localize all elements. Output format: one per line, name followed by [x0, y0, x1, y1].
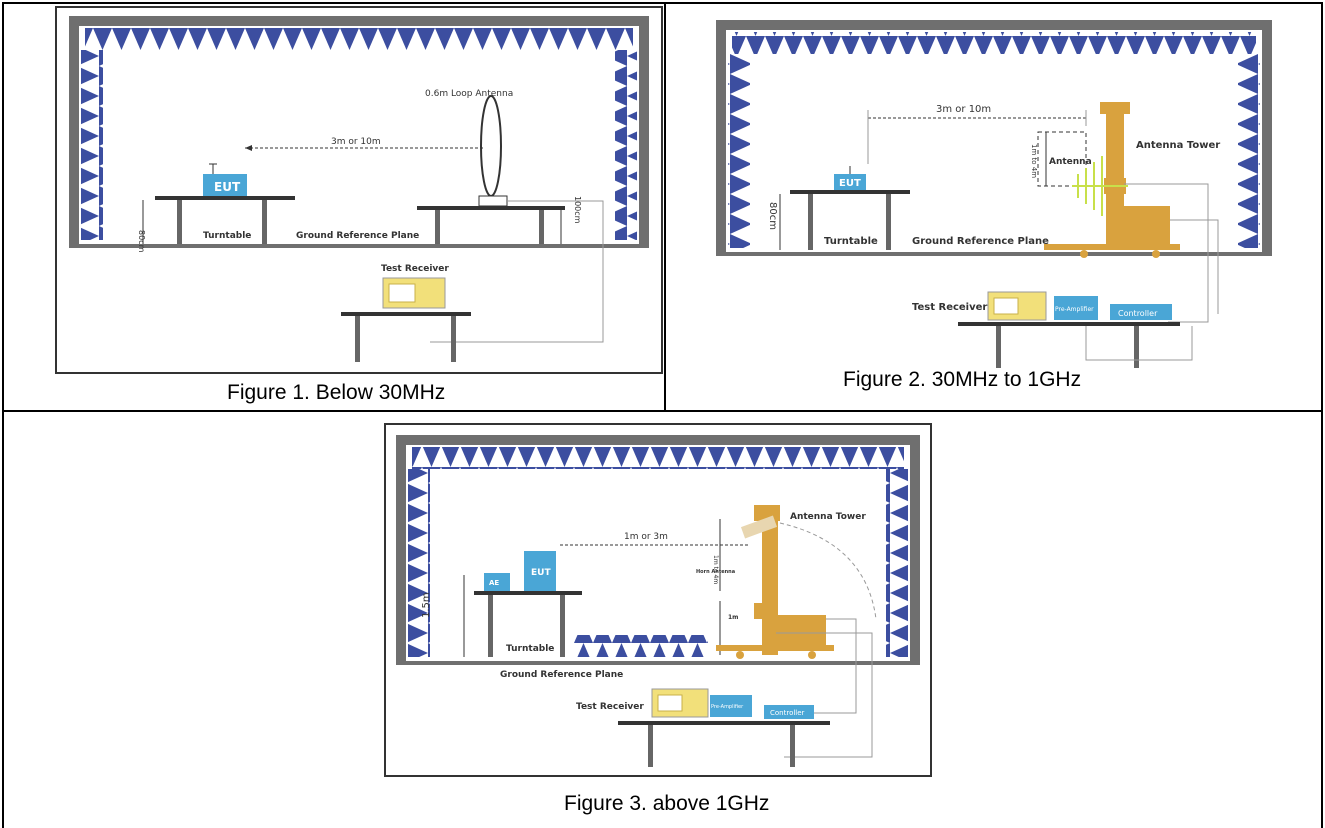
absorber-floor: [574, 635, 708, 657]
ground-plane-label: Ground Reference Plane: [500, 670, 623, 680]
controller: [764, 705, 814, 719]
preamp-label: Pre-Amplifier: [711, 704, 744, 710]
table-row-divider: [2, 410, 1323, 412]
absorber-top: [732, 32, 1256, 54]
tower-label: Antenna Tower: [790, 512, 866, 522]
ae-label: AE: [489, 579, 499, 587]
turntable-label: Turntable: [506, 644, 554, 654]
antenna-table: [417, 206, 565, 210]
absorber-left: [728, 54, 750, 248]
figure-2: 3m or 10m 1m to 4m Antenna Antenna Tower…: [708, 14, 1278, 372]
one-m-label: 1m: [728, 614, 738, 621]
tower-label: Antenna Tower: [1136, 140, 1220, 151]
receiver-label: Test Receiver: [912, 302, 987, 313]
absorber-left: [81, 50, 103, 240]
absorber-right: [615, 50, 637, 240]
eut-box: [834, 174, 866, 190]
loop-antenna-label: 0.6m Loop Antenna: [425, 89, 513, 99]
eut-table: [474, 591, 582, 595]
turntable-label: Turntable: [824, 236, 878, 247]
table-border-right: [1321, 2, 1323, 828]
biconical-antenna: [1072, 156, 1128, 216]
preamp-label: Pre-Amplifier: [1055, 306, 1094, 313]
eut-box: [203, 174, 247, 196]
receiver-table: [618, 721, 830, 725]
range-label: 1m to 4m: [712, 555, 719, 584]
horn-label: Horn Antenna: [696, 569, 735, 575]
receiver-label: Test Receiver: [381, 264, 449, 274]
figure-2-diagram: 3m or 10m 1m to 4m Antenna Antenna Tower…: [716, 20, 1272, 368]
receiver-table: [958, 322, 1180, 326]
receiver-label: Test Receiver: [576, 702, 644, 712]
figure-3-caption: Figure 3. above 1GHz: [564, 792, 770, 815]
height-left-label: 80cm: [137, 230, 146, 253]
figure-3: Antenna Tower 1m or 3m 1m to 4m Horn Ant…: [384, 423, 932, 777]
range-label: 1m to 4m: [1030, 144, 1038, 178]
figure-3-diagram: Antenna Tower 1m or 3m 1m to 4m Horn Ant…: [384, 423, 932, 777]
figure-1-diagram: 0.6m Loop Antenna 3m or 10m EUT 80cm Tur…: [55, 6, 663, 374]
controller-label: Controller: [770, 709, 805, 717]
eut-box: [524, 551, 556, 591]
ground-plane-label: Ground Reference Plane: [912, 236, 1049, 247]
eut-table: [155, 196, 295, 200]
turntable-label: Turntable: [203, 231, 251, 241]
controller: [1110, 304, 1172, 320]
eut-table: [790, 190, 910, 194]
eut-label: EUT: [531, 568, 551, 578]
figure-2-caption: Figure 2. 30MHz to 1GHz: [843, 368, 1082, 391]
absorber-left: [408, 469, 430, 657]
horn-antenna: [754, 603, 776, 619]
pre-amplifier: [710, 695, 752, 717]
distance-label: 1m or 3m: [624, 532, 668, 542]
ae-box: [484, 573, 510, 591]
distance-label: 3m or 10m: [936, 104, 991, 115]
eut-label: EUT: [839, 178, 861, 189]
figure-1-caption: Figure 1. Below 30MHz: [227, 381, 446, 404]
height-right-label: 100cm: [573, 196, 582, 224]
height-label: 1.5m: [421, 592, 432, 618]
table-border-left: [2, 2, 4, 828]
pre-amplifier: [1054, 296, 1098, 320]
controller-label: Controller: [1118, 309, 1158, 318]
absorber-right: [1238, 54, 1260, 248]
table-col-divider: [664, 2, 666, 410]
antenna-label: Antenna: [1049, 157, 1092, 167]
absorber-top: [412, 447, 904, 469]
distance-label: 3m or 10m: [331, 137, 381, 147]
absorber-right: [886, 469, 908, 657]
receiver-table: [341, 312, 471, 316]
antenna-tower: [762, 519, 778, 655]
absorber-top: [85, 28, 633, 50]
figure-1: 0.6m Loop Antenna 3m or 10m EUT 80cm Tur…: [55, 6, 663, 374]
height-label: 80cm: [767, 202, 778, 230]
ground-plane-label: Ground Reference Plane: [296, 231, 419, 241]
horn-antenna-upper: [740, 515, 778, 539]
table-border-top: [2, 2, 1323, 4]
eut-label: EUT: [214, 180, 241, 194]
